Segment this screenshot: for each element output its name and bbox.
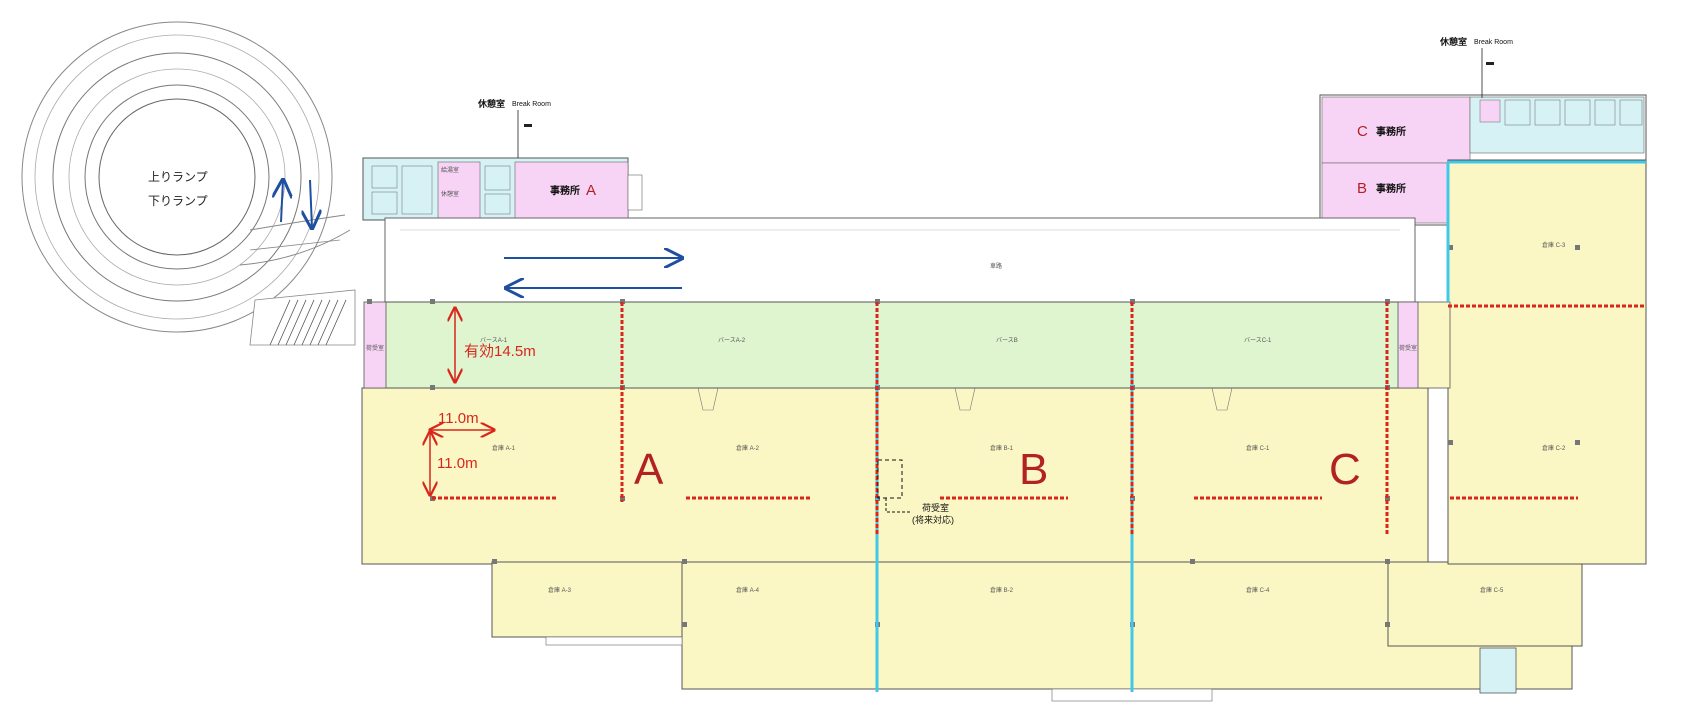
office-block-a: 給湯室 休憩室 事務所 A 休憩室 Break Room: [362, 98, 643, 221]
warehouse-label-b1: 倉庫 B-1: [990, 444, 1014, 452]
dimension-annotations: 有効14.5m 11.0m 11.0m: [430, 308, 536, 495]
office-c-letter: C: [1357, 123, 1368, 140]
office-a-label: 事務所: [550, 184, 580, 197]
driveway: 車路: [384, 217, 1416, 303]
break-room-a-en: Break Room: [512, 101, 551, 108]
berth-strip: 荷受室 荷受室 バースA-1 バースA-2 バースB バースC-1: [363, 301, 1419, 411]
warehouse-label-a2: 倉庫 A-2: [736, 444, 760, 452]
warehouse-label-a3: 倉庫 A-3: [548, 586, 572, 594]
warehouse-label-c1: 倉庫 C-1: [1246, 444, 1270, 452]
warehouse-label-c3: 倉庫 C-3: [1542, 241, 1566, 249]
office-a-letter: A: [586, 182, 596, 199]
spiral-ramp: 上りランプ 下りランプ: [21, 21, 356, 346]
zone-letter-b: B: [1019, 445, 1048, 494]
berth-label-b: バースB: [996, 337, 1018, 344]
warehouse-label-a4: 倉庫 A-4: [736, 586, 760, 594]
ramp-up-label: 上りランプ: [148, 170, 208, 184]
zone-letter-c: C: [1329, 445, 1361, 494]
warehouse-label-c4: 倉庫 C-4: [1246, 586, 1270, 594]
span-x-label: 11.0m: [438, 410, 479, 427]
ramp-down-label: 下りランプ: [148, 194, 208, 208]
berth-label-c1: バースC-1: [1244, 337, 1272, 344]
office-b-label: 事務所: [1376, 182, 1406, 195]
office-b-letter: B: [1357, 180, 1367, 197]
warehouse-label-a1: 倉庫 A-1: [492, 444, 516, 452]
ramp-down-arrow: [310, 179, 312, 228]
break-room-c-en: Break Room: [1474, 39, 1513, 46]
span-y-label: 11.0m: [437, 455, 478, 472]
warehouse-label-b2: 倉庫 B-2: [990, 586, 1014, 594]
office-c-label: 事務所: [1376, 125, 1406, 138]
room-label-storage-left: 荷受室: [366, 344, 384, 352]
partition-lines: [432, 302, 1646, 535]
driveway-label: 車路: [990, 262, 1002, 270]
stair-core: [1479, 647, 1517, 694]
break-room-c-jp: 休憩室: [1439, 36, 1467, 47]
loading-room-label: 荷受室: [922, 502, 949, 513]
warehouse-label-c2: 倉庫 C-2: [1542, 444, 1566, 452]
room-label-lounge-a: 休憩室: [441, 190, 459, 198]
room-label-storage-right: 荷受室: [1399, 344, 1417, 352]
loading-room-note: (将来対応): [912, 514, 954, 525]
room-marker-c: [1486, 62, 1494, 65]
warehouse-labels: 倉庫 A-1 倉庫 A-2 倉庫 B-1 倉庫 C-1 倉庫 C-2 倉庫 C-…: [492, 241, 1566, 594]
berth-label-a2: バースA-2: [718, 337, 746, 344]
room-label-pantry: 給湯室: [441, 166, 459, 174]
zone-letter-a: A: [634, 445, 664, 494]
ramp-up-arrow: [281, 180, 283, 223]
berth-label-a1: バースA-1: [480, 337, 508, 344]
break-room-a-jp: 休憩室: [477, 98, 505, 109]
berth-depth-label: 有効14.5m: [464, 343, 536, 360]
warehouse-label-c5: 倉庫 C-5: [1480, 586, 1504, 594]
room-marker-a: [524, 124, 532, 127]
loading-room: 荷受室 (将来対応): [877, 459, 954, 525]
